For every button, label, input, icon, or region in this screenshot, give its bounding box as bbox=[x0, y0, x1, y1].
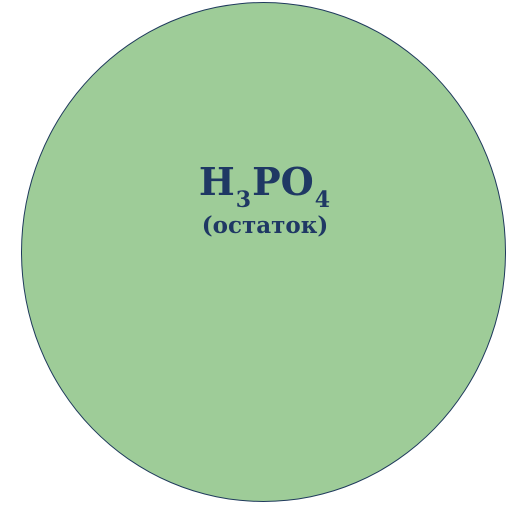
circle-label: H 3 PO 4 (остаток) bbox=[155, 162, 375, 240]
formula-subscript-4: 4 bbox=[314, 187, 331, 213]
chemical-formula: H 3 PO 4 bbox=[155, 159, 375, 214]
formula-group-po: PO bbox=[252, 159, 314, 204]
formula-element-h: H bbox=[198, 159, 235, 204]
residue-circle bbox=[21, 2, 506, 502]
formula-subscript-3: 3 bbox=[235, 187, 252, 213]
formula-caption: (остаток) bbox=[201, 212, 329, 239]
